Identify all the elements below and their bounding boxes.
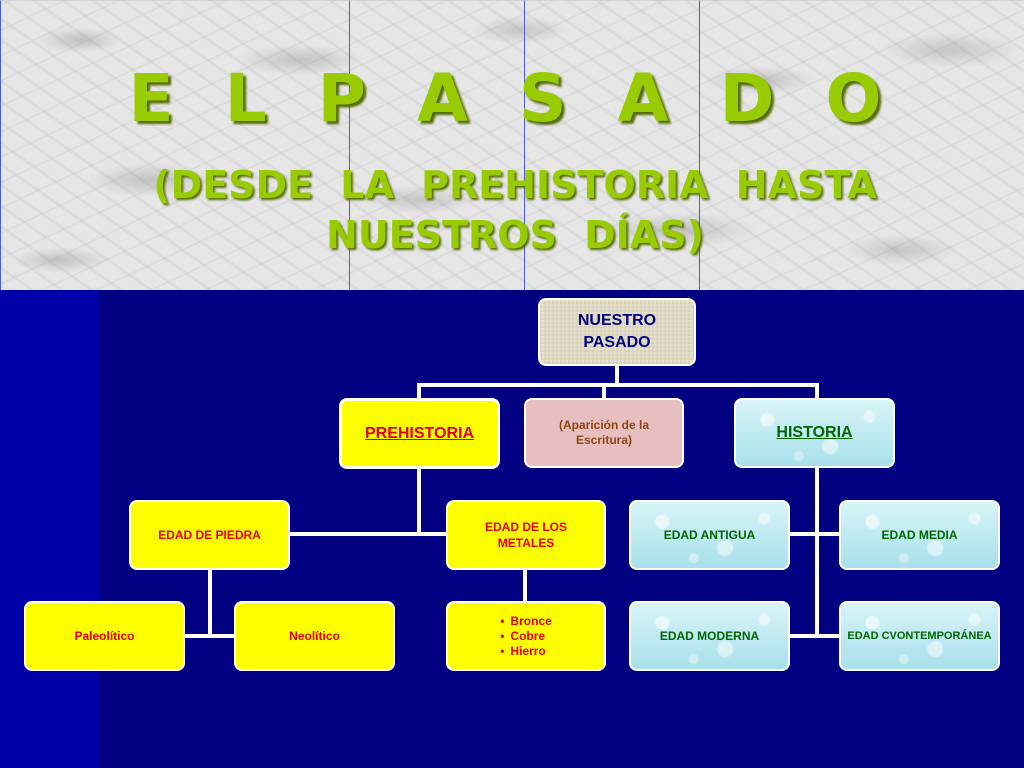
node-neolitico: Neolítico <box>234 601 395 671</box>
connector-metales-down <box>523 568 527 602</box>
connector-top-bar <box>417 383 819 387</box>
node-paleolitico: Paleolítico <box>24 601 185 671</box>
node-edad-media: EDAD MEDIA <box>839 500 1000 570</box>
header-grid-line <box>349 0 350 290</box>
connector-prehistoria <box>417 383 421 400</box>
node-label: Neolítico <box>289 629 340 643</box>
node-label: PREHISTORIA <box>364 424 475 442</box>
list-item: Cobre <box>500 629 552 644</box>
connector-historia-bar-2 <box>789 634 841 638</box>
node-label: NUESTRO PASADO <box>577 312 657 351</box>
node-edad-metales: EDAD DE LOS METALES <box>446 500 606 570</box>
node-edad-piedra: EDAD DE PIEDRA <box>129 500 290 570</box>
node-label: EDAD MODERNA <box>659 629 760 643</box>
connector-piedra-bar <box>184 634 236 638</box>
node-label: EDAD DE PIEDRA <box>158 528 261 542</box>
connector-root <box>615 365 619 385</box>
slide-subtitle: (DESDE LA PREHISTORIA HASTA NUESTROS DÍA… <box>153 163 877 257</box>
node-metales-lista: Bronce Cobre Hierro <box>446 601 606 671</box>
node-label: HISTORIA <box>776 424 853 441</box>
node-prehistoria: PREHISTORIA <box>339 398 500 469</box>
header-grid-line <box>0 0 1 290</box>
slide-title: E L P A S A D O <box>128 60 896 137</box>
node-label: EDAD MEDIA <box>881 528 958 542</box>
node-label: Paleolítico <box>74 629 135 643</box>
header-grid-line <box>699 0 700 290</box>
node-edad-contemporanea: EDAD CVONTEMPORÁNEA <box>839 601 1000 671</box>
node-nuestro-pasado: NUESTRO PASADO <box>538 298 696 366</box>
connector-piedra-down <box>208 568 212 636</box>
node-historia: HISTORIA <box>734 398 895 468</box>
left-stripe <box>0 290 100 768</box>
node-edad-moderna: EDAD MODERNA <box>629 601 790 671</box>
list-item: Bronce <box>500 614 551 629</box>
metales-list: Bronce Cobre Hierro <box>500 614 552 659</box>
node-label: EDAD ANTIGUA <box>663 528 756 542</box>
header-grid-line <box>524 0 525 290</box>
connector-edades-bar <box>288 532 448 536</box>
connector-prehistoria-down <box>417 468 421 534</box>
node-edad-antigua: EDAD ANTIGUA <box>629 500 790 570</box>
connector-historia-down <box>815 468 819 636</box>
connector-historia <box>815 383 819 400</box>
connector-aparicion <box>602 383 606 400</box>
node-label: EDAD CVONTEMPORÁNEA <box>847 630 992 642</box>
node-aparicion-escritura: (Aparición de la Escritura) <box>524 398 684 468</box>
connector-historia-bar-1 <box>789 532 841 536</box>
list-item: Hierro <box>500 644 552 659</box>
node-label: EDAD DE LOS METALES <box>484 520 567 550</box>
node-label: (Aparición de la Escritura) <box>558 418 650 447</box>
header-top-line <box>0 0 1024 1</box>
marble-header: E L P A S A D O (DESDE LA PREHISTORIA HA… <box>0 0 1024 290</box>
